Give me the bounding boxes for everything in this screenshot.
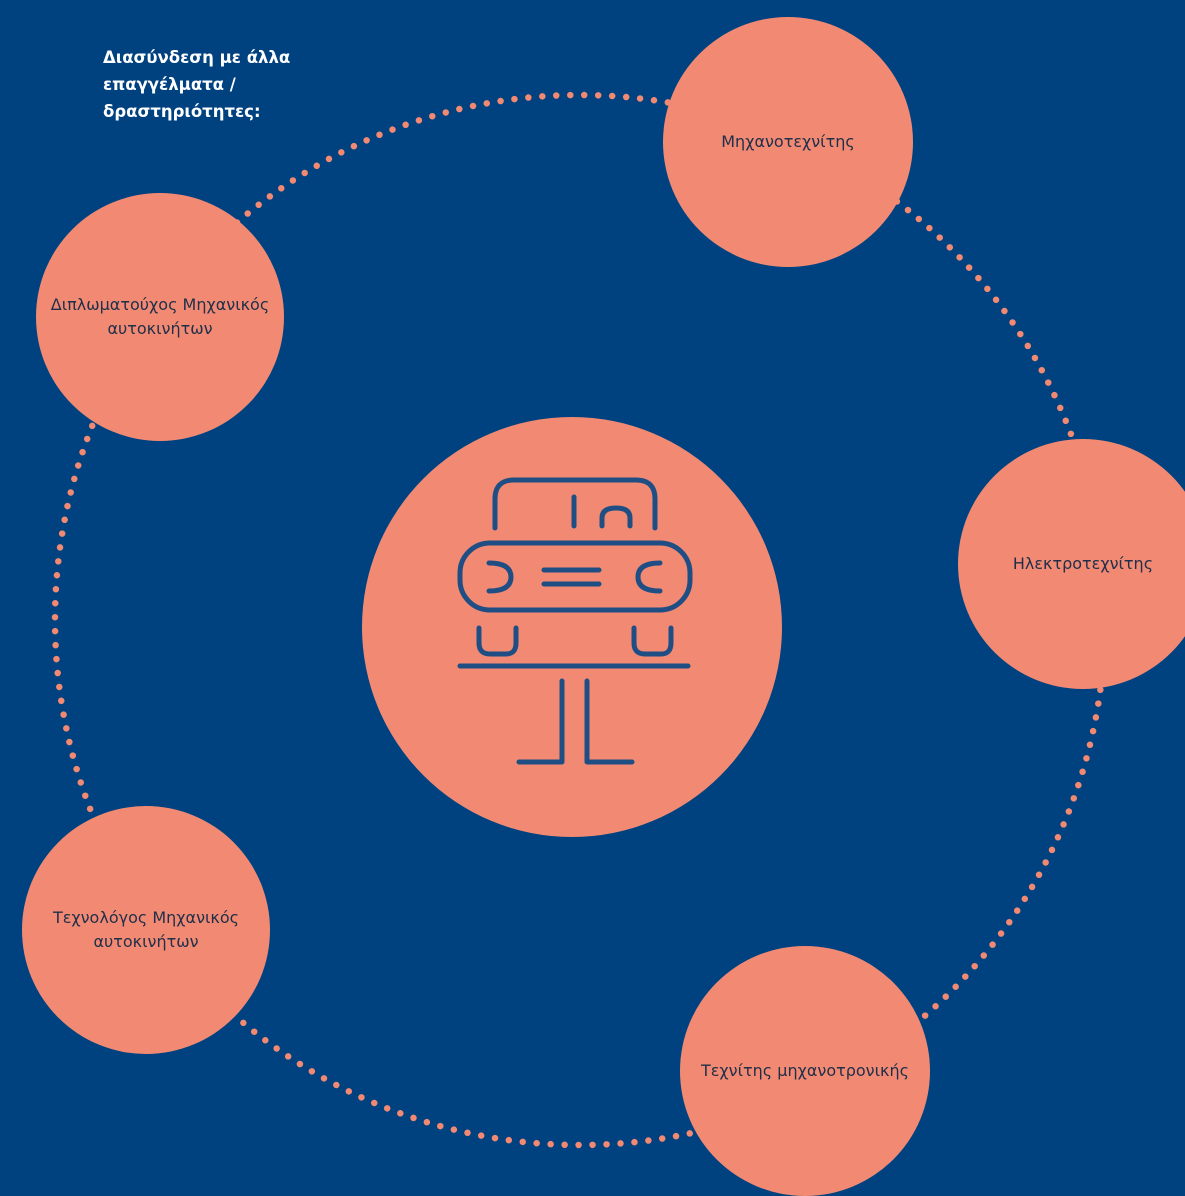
node-mechanic: Μηχανοτεχνίτης — [663, 17, 913, 267]
node-label-electrician: Ηλεκτροτεχνίτης — [1012, 554, 1154, 573]
node-label-mechatronics-technician: Τεχνίτης μηχανοτρονικής — [701, 1061, 909, 1080]
node-technologist-engineer: Τεχνολόγος Μηχανικός αυτοκινήτων — [22, 806, 270, 1054]
node-label-mechanic: Μηχανοτεχνίτης — [721, 132, 855, 151]
node-label-technologist-engineer: Τεχνολόγος Μηχανικός αυτοκινήτων — [52, 908, 240, 951]
diagram-heading: Διασύνδεση με άλλα επαγγέλματα / δραστηρ… — [103, 48, 291, 121]
node-mechatronics-technician: Τεχνίτης μηχανοτρονικής — [680, 946, 930, 1196]
car-on-lift-icon — [457, 477, 693, 765]
center-circle — [362, 417, 782, 837]
node-electrician: Ηλεκτροτεχνίτης — [958, 439, 1185, 689]
node-label-graduate-engineer: Διπλωματούχος Μηχανικός αυτοκινήτων — [50, 295, 270, 338]
node-graduate-engineer: Διπλωματούχος Μηχανικός αυτοκινήτων — [36, 193, 284, 441]
